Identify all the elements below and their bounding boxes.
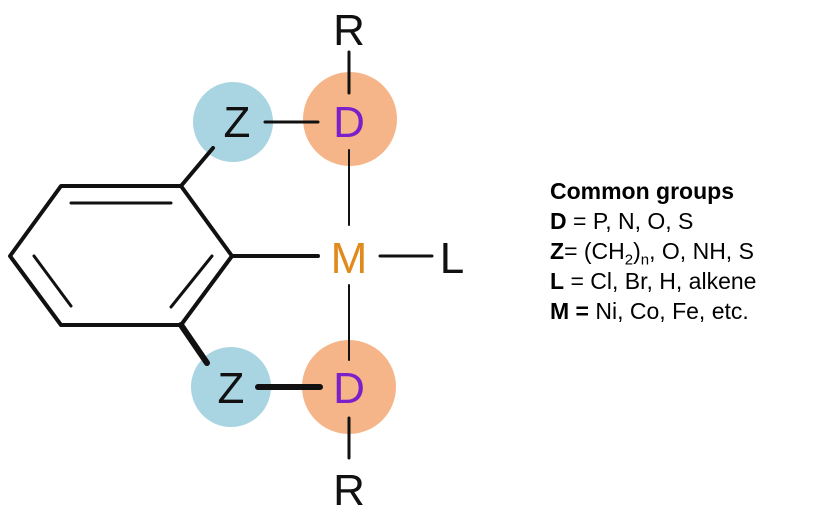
d-bottom-circle [302, 340, 396, 434]
legend-key-m: M [550, 298, 570, 324]
legend-title: Common groups [550, 178, 734, 204]
z-bottom-label: Z [218, 364, 245, 413]
bonds [178, 50, 434, 460]
ligand-label: L [440, 234, 464, 283]
common-groups-legend: Common groups D = P, N, O, S Z= (CH2)n, … [550, 176, 756, 326]
legend-value-m: Ni, Co, Fe, etc. [595, 298, 749, 324]
bond-ring-z-top [179, 146, 215, 188]
legend-row-l: L = Cl, Br, H, alkene [550, 268, 757, 294]
legend-key-d: D [550, 208, 567, 234]
z-bottom-circle [191, 347, 271, 427]
d-top-circle [303, 72, 397, 166]
z-top-circle [193, 82, 273, 162]
legend-row-z: Z= (CH2)n, O, NH, S [550, 238, 754, 269]
d-bottom-label: D [333, 364, 365, 413]
metal-label: M [331, 234, 368, 283]
benzene-ring [8, 184, 234, 327]
z-top-label: Z [224, 98, 251, 147]
bond-ring-z-bottom [178, 322, 210, 366]
r-top-label: R [333, 6, 365, 55]
legend-row-m: M = Ni, Co, Fe, etc. [550, 298, 749, 324]
legend-value-l: Cl, Br, H, alkene [590, 268, 757, 294]
legend-value-d: P, N, O, S [592, 208, 694, 234]
legend-row-d: D = P, N, O, S [550, 208, 694, 234]
r-bottom-label: R [333, 466, 365, 513]
legend-key-l: L [550, 268, 565, 294]
legend-key-z: Z [550, 238, 565, 264]
d-top-label: D [333, 98, 365, 147]
